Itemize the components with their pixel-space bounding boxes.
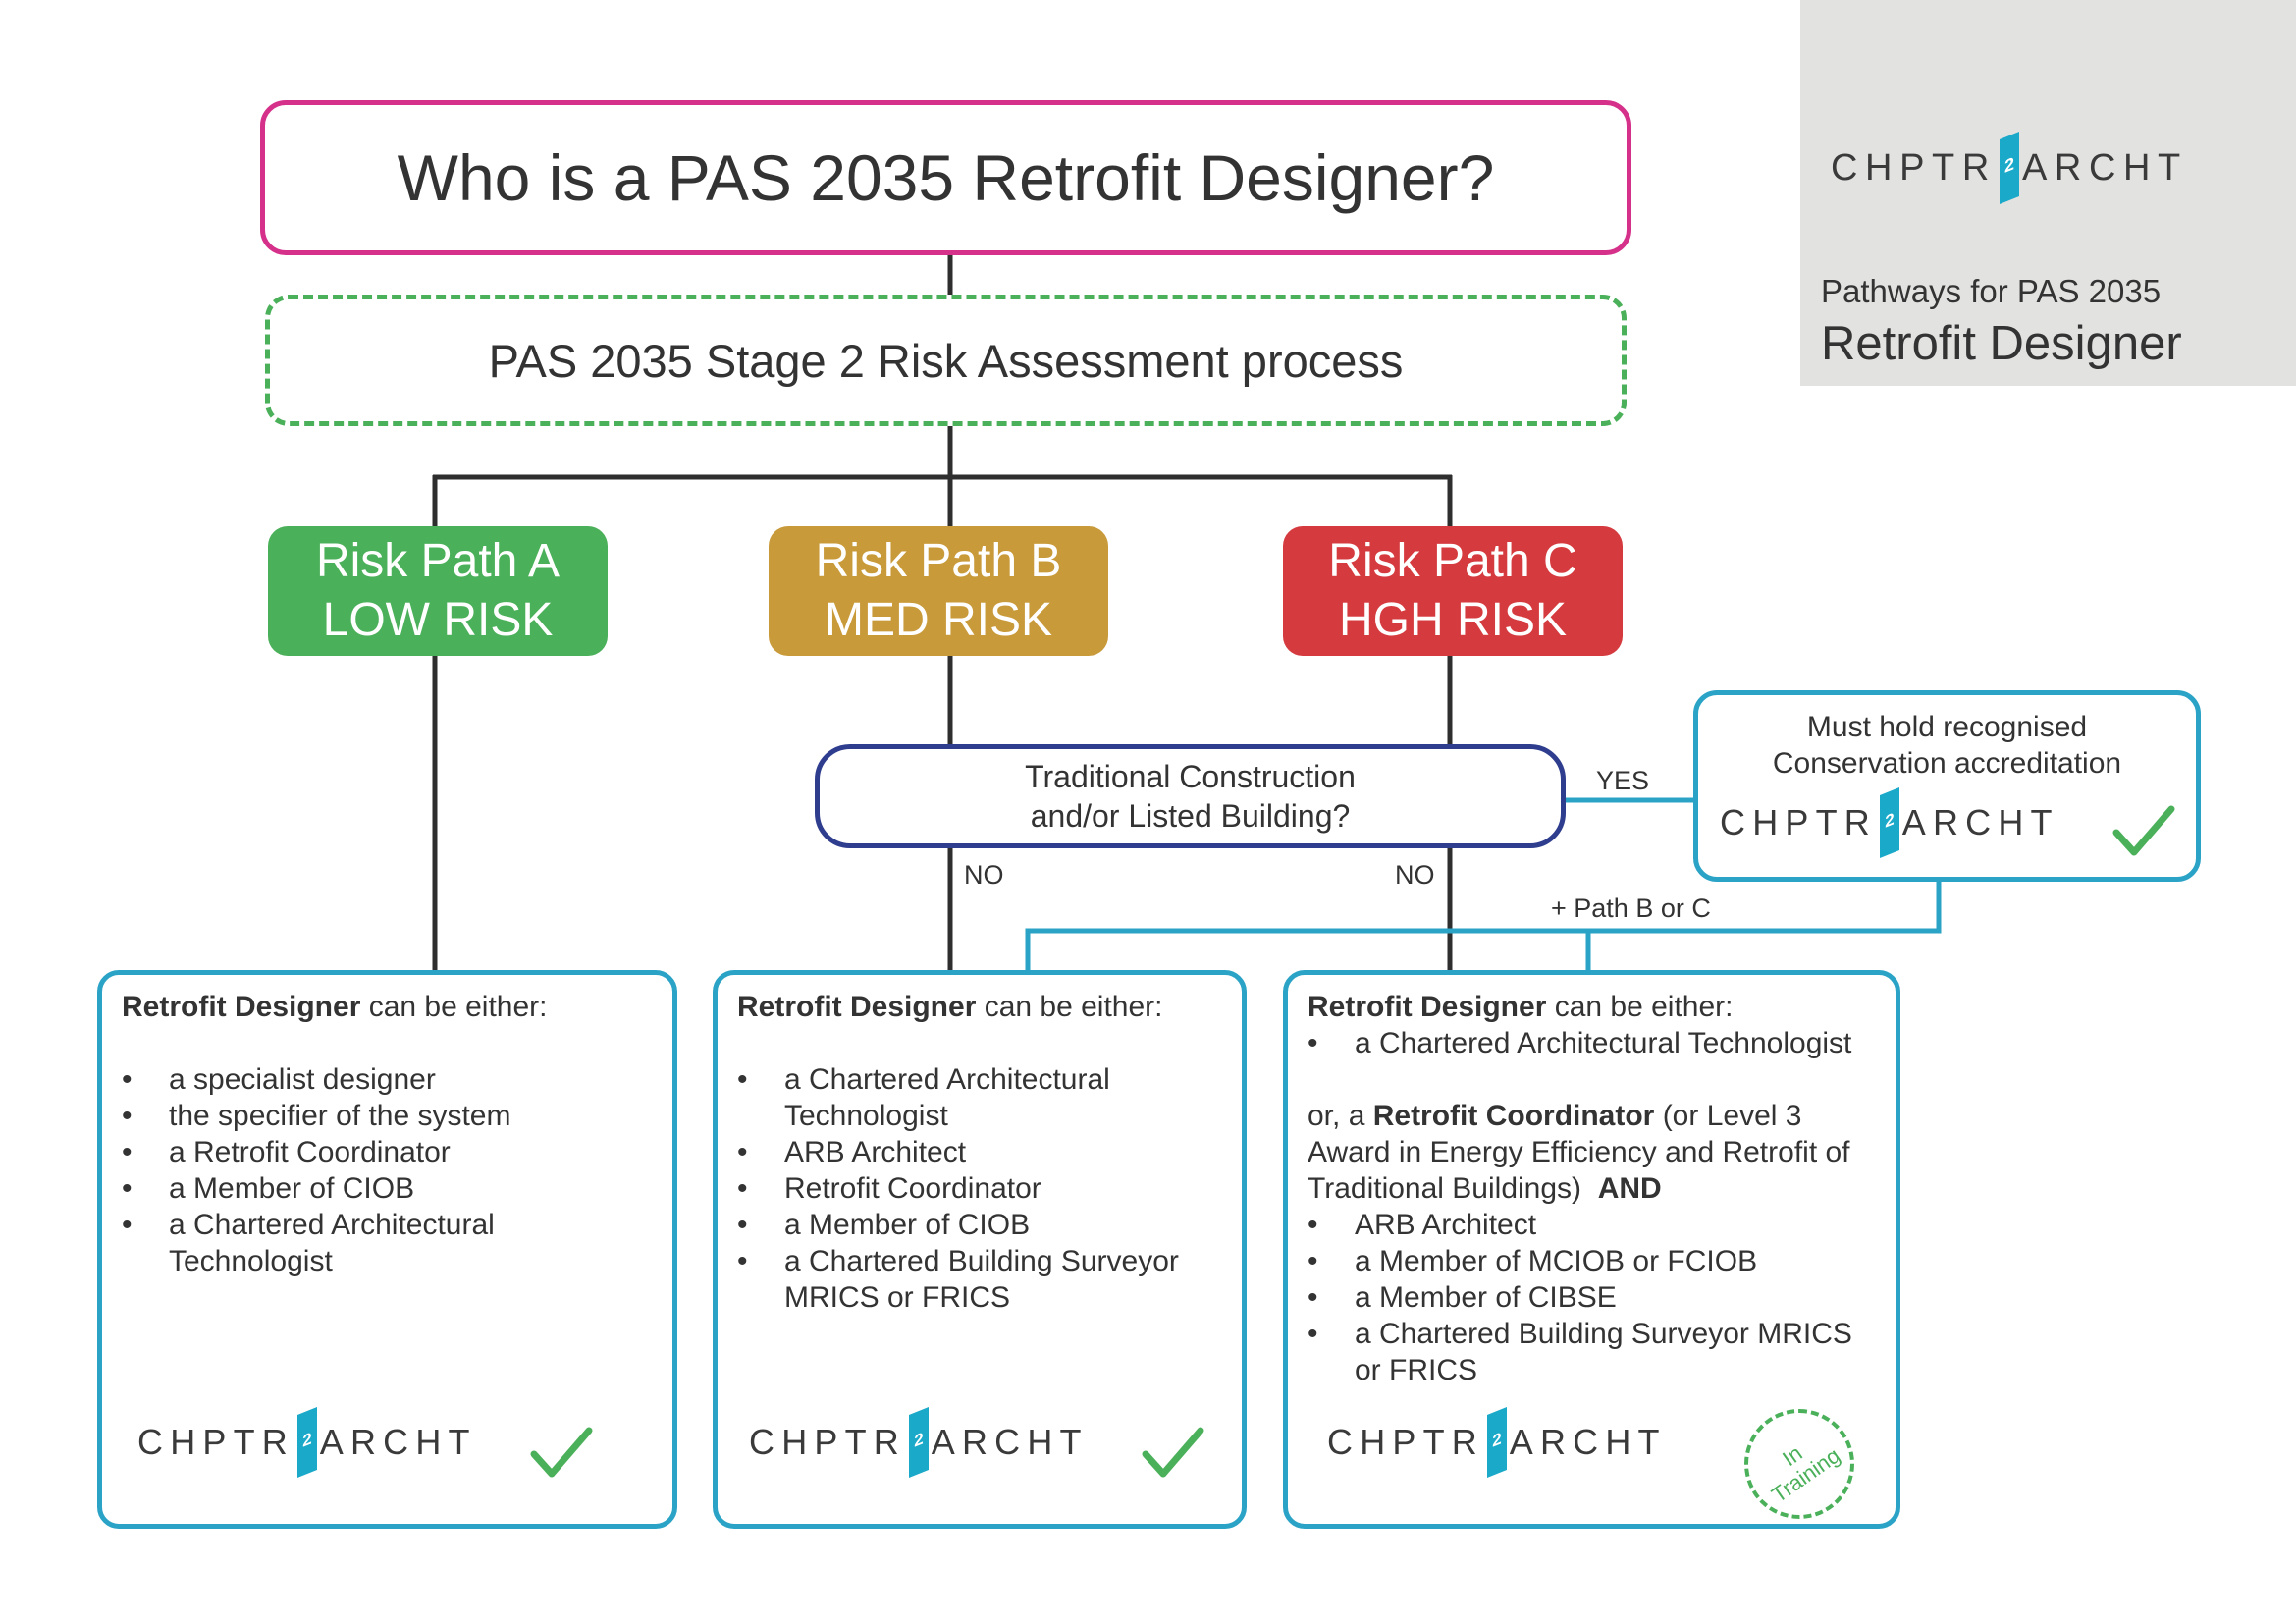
in-training-stamp: In Training [1744, 1409, 1854, 1519]
no-label-c: NO [1395, 860, 1435, 890]
designer-b-list: a Chartered Architectural Technologist A… [737, 1061, 1228, 1316]
logo-mark: 2 [1879, 786, 1899, 859]
designer-b-logo: CHPTR 2 ARCHT [749, 1406, 1089, 1479]
designer-lead-rest: can be either: [976, 991, 1163, 1023]
designer-c-lead: Retrofit Designer can be either: [1308, 989, 1887, 1025]
logo-number: 2 [1492, 1429, 1502, 1451]
check-icon [530, 1427, 593, 1478]
panel-title: Retrofit Designer [1821, 317, 2182, 370]
logo-right-text: ARCHT [1509, 1422, 1667, 1462]
list-item: a specialist designer [122, 1061, 652, 1098]
risk-path-b-level: MED RISK [824, 594, 1053, 646]
risk-path-c: Risk Path C HGH RISK [1283, 526, 1623, 656]
logo-right-text: ARCHT [931, 1422, 1089, 1462]
logo-mark: 2 [296, 1406, 317, 1479]
list-item: a Chartered Architectural Technologist [737, 1061, 1157, 1134]
designer-box-a: Retrofit Designer can be either: a speci… [97, 970, 677, 1529]
logo-right-text: ARCHT [2021, 146, 2188, 189]
conservation-text: Must hold recognised Conservation accred… [1698, 709, 2196, 782]
designer-lead-bold: Retrofit Designer [1308, 991, 1547, 1023]
conservation-logo: CHPTR 2 ARCHT [1720, 786, 2059, 859]
designer-lead-rest: can be either: [360, 991, 548, 1023]
list-item: ARB Architect [737, 1134, 1228, 1170]
list-item: Retrofit Coordinator [737, 1170, 1228, 1207]
list-item: a Chartered Architectural Technologist [1308, 1025, 1887, 1061]
risk-path-a-name: Risk Path A [315, 535, 561, 587]
risk-path-a-level: LOW RISK [322, 594, 554, 646]
logo-left-text: CHPTR [749, 1422, 906, 1462]
path-bc-label: + Path B or C [1551, 893, 1711, 923]
designer-c-or-bold: Retrofit Coordinator [1372, 1100, 1655, 1132]
list-item: a Member of CIBSE [1308, 1279, 1887, 1316]
designer-a-list: a specialist designer the specifier of t… [122, 1061, 652, 1279]
check-icon [1142, 1427, 1204, 1478]
designer-b-content: Retrofit Designer can be either: a Chart… [737, 989, 1228, 1316]
designer-lead-bold: Retrofit Designer [122, 991, 361, 1023]
designer-lead-rest: can be either: [1546, 991, 1734, 1023]
logo-left-text: CHPTR [1720, 802, 1877, 842]
logo-mark: 2 [1486, 1406, 1507, 1479]
risk-path-c-name: Risk Path C [1328, 535, 1577, 587]
yes-label: YES [1596, 766, 1650, 795]
logo-number: 2 [1885, 809, 1895, 832]
logo-number: 2 [2003, 152, 2014, 178]
risk-path-b-name: Risk Path B [815, 535, 1062, 587]
conservation-box: Must hold recognised Conservation accred… [1693, 690, 2201, 882]
logo-left-text: CHPTR [137, 1422, 294, 1462]
list-item: a Member of MCIOB or FCIOB [1308, 1243, 1887, 1279]
conservation-line-2: Conservation accreditation [1772, 747, 2122, 780]
connector-path-bc [1025, 882, 1942, 970]
list-item: a Chartered Architectural Technologist [122, 1207, 552, 1279]
designer-a-logo: CHPTR 2 ARCHT [137, 1406, 477, 1479]
risk-path-b: Risk Path B MED RISK [769, 526, 1108, 656]
designer-c-logo: CHPTR 2 ARCHT [1327, 1406, 1667, 1479]
logo-left-text: CHPTR [1831, 146, 1997, 189]
stamp-text: In Training [1744, 1418, 1855, 1515]
designer-c-list: ARB Architect a Member of MCIOB or FCIOB… [1308, 1207, 1887, 1388]
question-line-2: and/or Listed Building? [1030, 798, 1351, 834]
risk-path-a: Risk Path A LOW RISK [268, 526, 608, 656]
logo-right-text: ARCHT [319, 1422, 477, 1462]
logo-mark: 2 [1999, 131, 2019, 205]
list-item: ARB Architect [1308, 1207, 1887, 1243]
designer-box-c: Retrofit Designer can be either: a Chart… [1283, 970, 1900, 1529]
designer-box-b: Retrofit Designer can be either: a Chart… [713, 970, 1247, 1529]
designer-lead-bold: Retrofit Designer [737, 991, 977, 1023]
designer-c-or-rest: (or Level 3 Award in Energy Efficiency a… [1308, 1100, 1850, 1205]
list-item: a Chartered Building Surveyor MRICS or F… [737, 1243, 1216, 1316]
list-item: a Member of CIOB [737, 1207, 1228, 1243]
designer-c-or-pre: or, a [1308, 1100, 1373, 1132]
diagram-title: Who is a PAS 2035 Retrofit Designer? [397, 141, 1495, 214]
list-item: a Retrofit Coordinator [122, 1134, 652, 1170]
question-box: Traditional Construction and/or Listed B… [815, 744, 1566, 848]
logo-number: 2 [302, 1429, 312, 1451]
conservation-line-1: Must hold recognised [1806, 711, 2088, 743]
designer-b-lead: Retrofit Designer can be either: [737, 989, 1228, 1025]
list-item: a Member of CIOB [122, 1170, 652, 1207]
title-box: Who is a PAS 2035 Retrofit Designer? [260, 100, 1631, 255]
logo-right-text: ARCHT [1901, 802, 2059, 842]
panel-subtitle: Pathways for PAS 2035 [1821, 273, 2162, 309]
designer-c-and: AND [1597, 1172, 1662, 1205]
designer-c-or-text: or, a Retrofit Coordinator (or Level 3 A… [1308, 1098, 1872, 1207]
list-item: the specifier of the system [122, 1098, 652, 1134]
risk-path-c-level: HGH RISK [1338, 594, 1568, 646]
designer-c-first-list: a Chartered Architectural Technologist [1308, 1025, 1887, 1061]
no-label-b: NO [964, 860, 1004, 890]
designer-a-content: Retrofit Designer can be either: a speci… [122, 989, 652, 1279]
logo: CHPTR 2 ARCHT [1831, 131, 2188, 205]
designer-c-content: Retrofit Designer can be either: a Chart… [1308, 989, 1887, 1388]
designer-a-lead: Retrofit Designer can be either: [122, 989, 652, 1025]
logo-number: 2 [914, 1429, 924, 1451]
list-item: a Chartered Building Surveyor MRICS or F… [1308, 1316, 1885, 1388]
brand-panel [1800, 0, 2296, 386]
stage-box: PAS 2035 Stage 2 Risk Assessment process [265, 295, 1627, 426]
logo-mark: 2 [908, 1406, 929, 1479]
logo-left-text: CHPTR [1327, 1422, 1484, 1462]
question-line-1: Traditional Construction [1025, 759, 1356, 794]
check-icon [2112, 805, 2175, 856]
stage-label: PAS 2035 Stage 2 Risk Assessment process [488, 334, 1404, 387]
